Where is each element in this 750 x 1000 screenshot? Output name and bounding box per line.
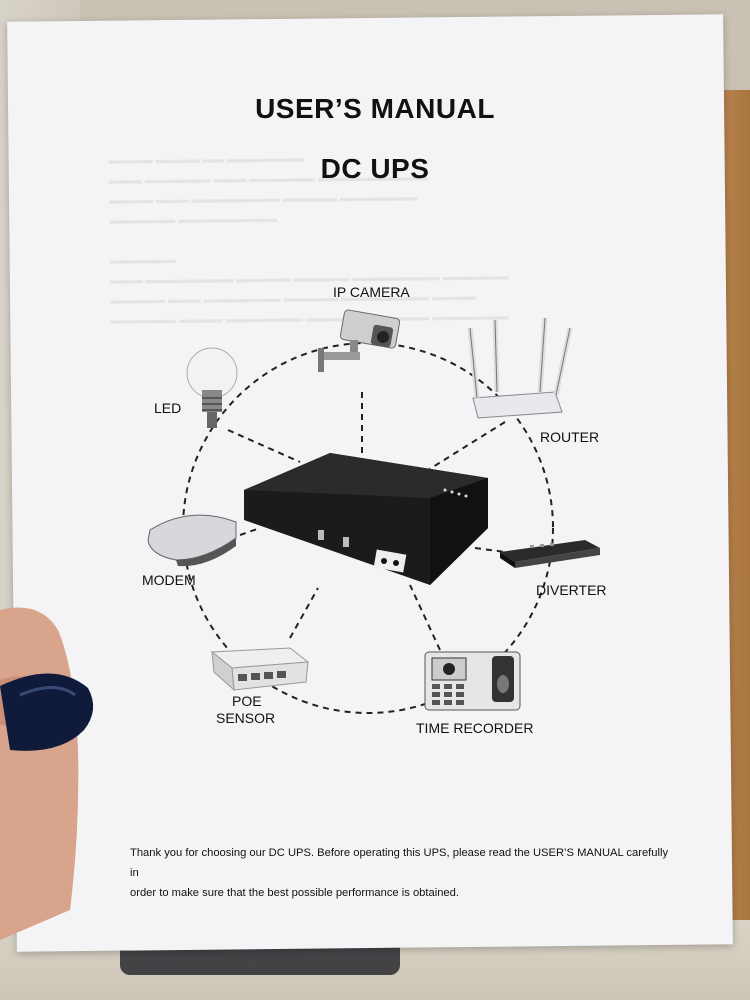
led-bulb-icon xyxy=(186,347,238,428)
footer-line-1: Thank you for choosing our DC UPS. Befor… xyxy=(130,847,669,879)
hand xyxy=(0,607,94,940)
label-modem: MODEM xyxy=(142,572,196,588)
label-poe: POE xyxy=(232,693,262,709)
dc-ups-unit xyxy=(244,453,488,585)
ip-camera-icon xyxy=(318,309,401,372)
label-ip-camera: IP CAMERA xyxy=(333,284,410,300)
manual-title: USER’S MANUAL xyxy=(255,93,495,124)
footer-note: Thank you for choosing our DC UPS. Befor… xyxy=(130,843,670,903)
label-diverter: DIVERTER xyxy=(536,582,607,598)
label-led: LED xyxy=(154,400,182,416)
time-recorder-icon xyxy=(424,651,521,711)
label-router: ROUTER xyxy=(540,429,600,445)
painted-fingernail xyxy=(0,673,94,751)
footer-line-2: order to make sure that the best possibl… xyxy=(130,887,459,899)
product-title: DC UPS xyxy=(320,153,430,184)
label-sensor: SENSOR xyxy=(216,710,276,726)
router-icon xyxy=(467,317,573,419)
modem-icon xyxy=(147,514,237,567)
label-time-recorder: TIME RECORDER xyxy=(416,720,534,736)
diverter-icon xyxy=(500,540,600,568)
poe-switch-icon xyxy=(210,647,310,692)
